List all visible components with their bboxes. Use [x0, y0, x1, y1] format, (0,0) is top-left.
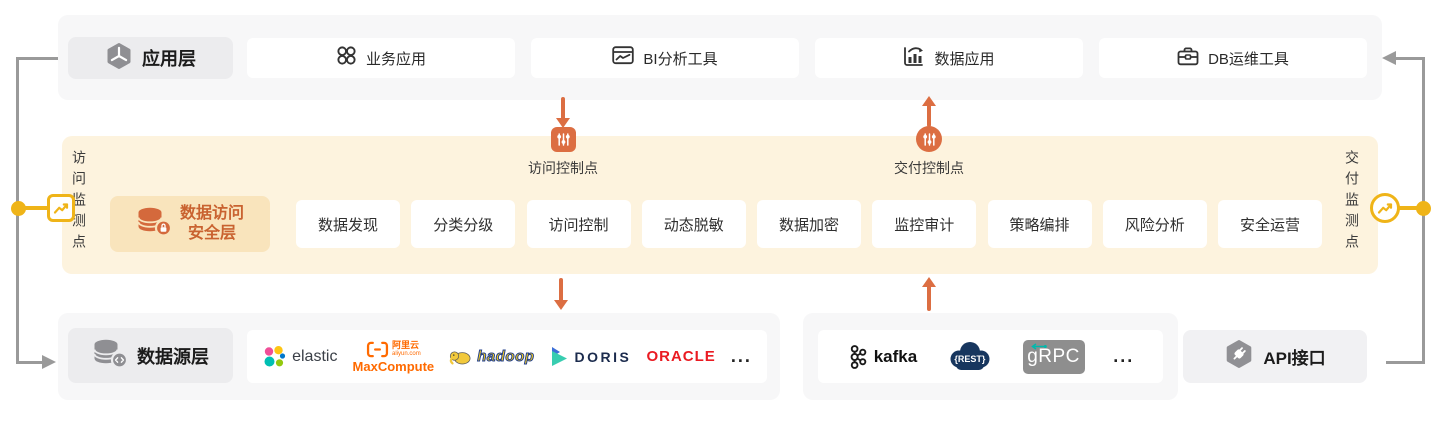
access-monitor-trend-icon — [47, 194, 75, 222]
right-connector-arrowhead-icon — [1382, 51, 1396, 65]
module-security-operations: 安全运营 — [1218, 200, 1322, 248]
elastic-logo: elastic — [262, 345, 337, 369]
middleware-logos-box: kafka {REST} gRPC ... — [818, 330, 1163, 383]
top-item-label: 数据应用 — [934, 50, 995, 68]
middleware-panel: kafka {REST} gRPC ... — [803, 313, 1178, 400]
module-policy-orchestration: 策略编排 — [987, 200, 1092, 248]
delivery-monitor-dot — [1416, 201, 1431, 216]
top-item-business-apps: 业务应用 — [247, 38, 515, 78]
application-layer-chip: 应用层 — [68, 37, 233, 79]
access-monitor-link — [18, 206, 50, 210]
delivery-up-arrow-shaft — [927, 285, 931, 311]
top-item-label: DB运维工具 — [1208, 50, 1289, 68]
security-layer-title-line2: 安全层 — [187, 225, 236, 242]
oracle-logo: ORACLE — [646, 348, 716, 365]
delivery-monitor-link — [1392, 206, 1422, 210]
grpc-arrow-icon — [1030, 342, 1047, 350]
bi-chart-window-icon — [612, 46, 635, 70]
data-source-layer-panel: 数据源层 elastic — [58, 313, 780, 400]
top-item-label: 业务应用 — [365, 50, 426, 68]
module-dynamic-masking: 动态脱敏 — [641, 200, 746, 248]
delivery-flow-arrow-up-icon — [922, 96, 936, 106]
access-monitor-point-label: 访问监测点 — [71, 150, 87, 255]
api-hexagon-plug-icon — [1224, 339, 1254, 374]
access-down-arrow-icon — [554, 300, 568, 310]
doris-chevron-icon — [551, 346, 567, 366]
top-item-db-ops-tools: DB运维工具 — [1099, 38, 1367, 78]
data-source-layer-label: 数据源层 — [137, 346, 209, 367]
hadoop-label: hadoop — [477, 348, 535, 366]
cube-hexagon-icon — [105, 42, 133, 75]
delivery-flow-arrow-shaft — [927, 104, 931, 127]
left-connector-arrowhead-icon — [42, 355, 56, 369]
grpc-label: gRPC — [1027, 345, 1080, 367]
security-modules-row: 数据发现 分类分级 访问控制 动态脱敏 数据加密 监控审计 策略编排 风险分析 … — [296, 200, 1322, 248]
elastic-cluster-icon — [264, 345, 286, 366]
aliyun-domain-label: aliyun.com — [392, 351, 421, 357]
delivery-monitor-trend-icon — [1370, 193, 1400, 223]
more-sources-ellipsis: ... — [730, 346, 752, 366]
more-middleware-ellipsis: ... — [1113, 346, 1135, 366]
application-layer-label: 应用层 — [142, 49, 196, 69]
maxcompute-logo: 阿里云 aliyun.com MaxCompute — [353, 341, 435, 373]
app-grid-icon — [336, 45, 357, 71]
hadoop-elephant-icon — [450, 351, 471, 365]
application-layer-panel: 应用层 业务应用 BI分析工具 — [58, 15, 1382, 100]
elastic-label: elastic — [292, 347, 338, 365]
right-connector-top-segment — [1396, 57, 1425, 60]
toolbox-icon — [1177, 46, 1199, 71]
access-flow-arrow-shaft — [561, 97, 565, 121]
delivery-control-sliders-icon — [916, 126, 942, 152]
access-down-arrow-shaft — [559, 278, 563, 302]
aliyun-brand-label: 阿里云 — [392, 340, 420, 350]
database-code-icon — [92, 338, 129, 374]
data-access-security-chip: 数据访问 安全层 — [110, 196, 270, 252]
security-layer-title: 数据访问 安全层 — [180, 204, 244, 244]
grpc-logo: gRPC — [1022, 339, 1085, 374]
delivery-monitor-point-label: 交付监测点 — [1344, 150, 1360, 255]
rest-cloud-icon — [950, 341, 990, 370]
module-monitor-audit: 监控审计 — [872, 200, 977, 248]
hadoop-logo: hadoop — [449, 348, 535, 366]
database-lock-icon — [136, 206, 173, 242]
access-control-sliders-icon — [551, 127, 576, 152]
kafka-logo: kafka — [847, 344, 917, 370]
top-item-label: BI分析工具 — [643, 50, 718, 68]
kafka-nodes-icon — [850, 344, 866, 369]
bar-chart-arrow-icon — [903, 45, 925, 71]
kafka-label: kafka — [873, 346, 918, 366]
maxcompute-bracket-icon — [366, 341, 389, 357]
security-layer-title-line1: 数据访问 — [179, 205, 244, 222]
left-connector-bottom-segment — [16, 361, 44, 364]
rest-cloud-logo: {REST} — [946, 341, 994, 373]
access-flow-arrow-down-icon — [556, 118, 570, 128]
module-data-discovery: 数据发现 — [296, 200, 400, 248]
doris-label: DORIS — [574, 348, 632, 365]
rest-label: {REST} — [954, 353, 986, 364]
maxcompute-label: MaxCompute — [352, 358, 435, 374]
api-interface-label: API接口 — [1263, 349, 1326, 368]
data-source-logos-box: elastic 阿里云 aliyun.com — [247, 330, 767, 383]
data-source-layer-chip: 数据源层 — [68, 328, 233, 383]
module-risk-analysis: 风险分析 — [1102, 200, 1207, 248]
module-classification: 分类分级 — [411, 200, 516, 248]
api-interface-chip: API接口 — [1183, 330, 1367, 383]
access-control-point-label: 访问控制点 — [528, 160, 598, 176]
module-access-control: 访问控制 — [526, 200, 631, 248]
module-data-encryption: 数据加密 — [757, 200, 861, 248]
right-connector-bottom-segment — [1386, 361, 1425, 364]
delivery-up-arrow-icon — [922, 277, 936, 287]
top-item-data-apps: 数据应用 — [815, 38, 1083, 78]
doris-logo: DORIS — [550, 346, 632, 367]
delivery-control-point-label: 交付控制点 — [894, 160, 964, 176]
top-item-bi-tools: BI分析工具 — [531, 38, 799, 78]
left-connector-top-segment — [16, 57, 59, 60]
